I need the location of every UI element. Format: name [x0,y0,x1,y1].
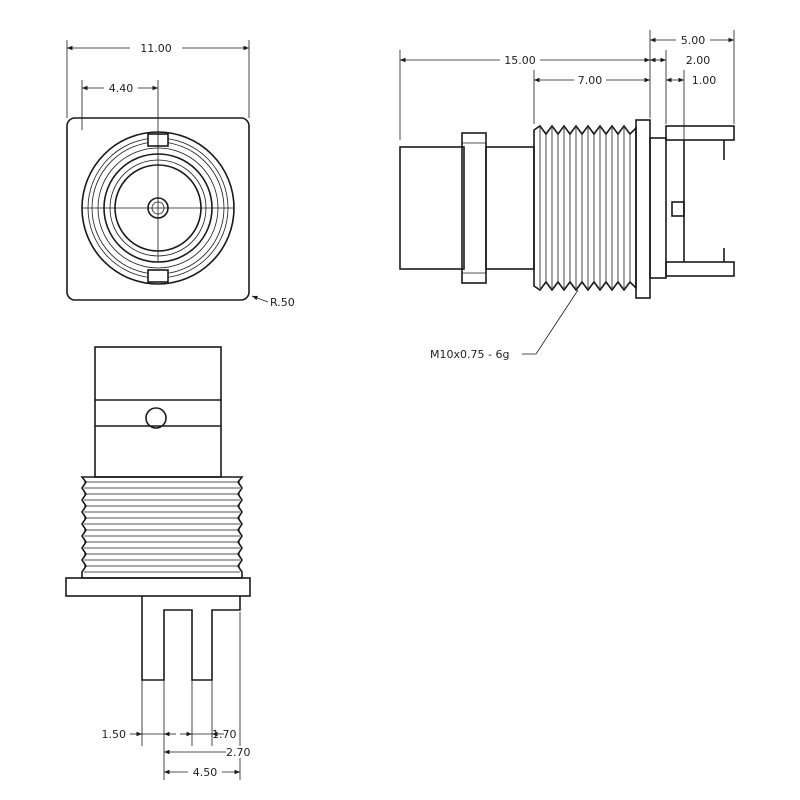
leader-line [251,295,269,303]
dim-pin-2-70: 2.70 [226,746,251,759]
front-view: 11.00 4.40 R.50 [66,40,295,309]
dim-thread-length-7: 7.00 [578,74,603,87]
dim-1: 1.00 [692,74,717,87]
dim-pin-4-50: 4.50 [193,766,218,779]
bottom-view-flange [65,577,251,597]
dim-radius-r50: R.50 [270,296,295,309]
bottom-view-thread-lines [84,481,240,573]
dim-text-bg [188,766,222,778]
side-view-rear-body [649,137,667,279]
bottom-view-pins [141,596,241,681]
thread-callout-leader [522,289,579,355]
side-view-bottom-pin [665,261,735,277]
side-view-collar [461,132,487,284]
dim-text-bg [574,74,606,86]
bottom-view: 1.50 1.70 2.70 4.50 [65,346,256,780]
bottom-view-barrel [94,346,222,478]
side-view-neck [485,146,535,270]
dim-text-bg [104,82,138,94]
dim-offset-4-40: 4.40 [109,82,134,95]
dim-pin-1-70: 1.70 [212,728,237,741]
side-view-flange [635,119,651,299]
side-view-top-pin [665,125,735,141]
thread-callout: M10x0.75 - 6g [430,348,509,361]
side-view: 15.00 7.00 5.00 2.00 1.00 M10x0.75 - 6g [399,30,735,361]
side-view-barrel [399,146,465,270]
dim-text-bg [226,746,256,758]
dim-length-15: 15.00 [504,54,536,67]
dim-pin-length-5: 5.00 [681,34,706,47]
side-view-thread-profile [533,124,637,292]
front-view-bottom-key [147,269,169,283]
side-view-thread-lines [539,128,631,288]
bottom-view-thread-profile [80,476,244,579]
dim-pin-1-50: 1.50 [102,728,127,741]
dim-width-11: 11.00 [140,42,172,55]
bottom-view-hole [145,407,167,429]
side-view-peg [671,201,685,217]
dim-text-bg [500,54,540,66]
dim-text-bg [130,42,182,54]
dim-text-bg [676,34,710,46]
dim-2: 2.00 [686,54,711,67]
